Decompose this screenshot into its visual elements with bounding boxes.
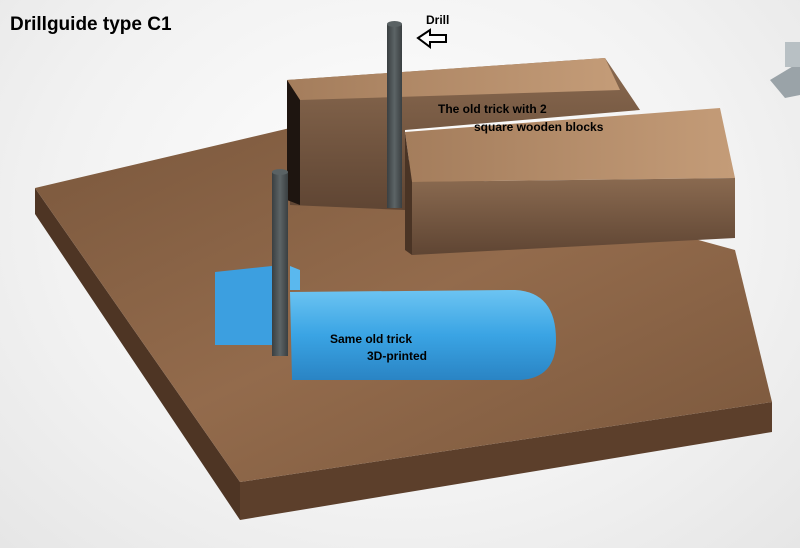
drillguide-thumbnail	[770, 42, 800, 98]
printed-label-line1: Same old trick	[330, 332, 413, 346]
drill-rod-lower	[272, 169, 288, 356]
printed-label-line2: 3D-printed	[367, 349, 427, 363]
wooden-block-front	[405, 108, 735, 255]
wooden-blocks-label-line1: The old trick with 2	[438, 102, 547, 116]
printed-drillguide	[215, 266, 556, 380]
arrow-left-icon	[416, 28, 447, 49]
drill-rod-upper	[387, 21, 402, 208]
page-title: Drillguide type C1	[10, 14, 172, 35]
wooden-block-back	[287, 58, 640, 210]
wooden-blocks-label-line2: square wooden blocks	[474, 120, 604, 134]
drill-label: Drill	[426, 13, 450, 27]
